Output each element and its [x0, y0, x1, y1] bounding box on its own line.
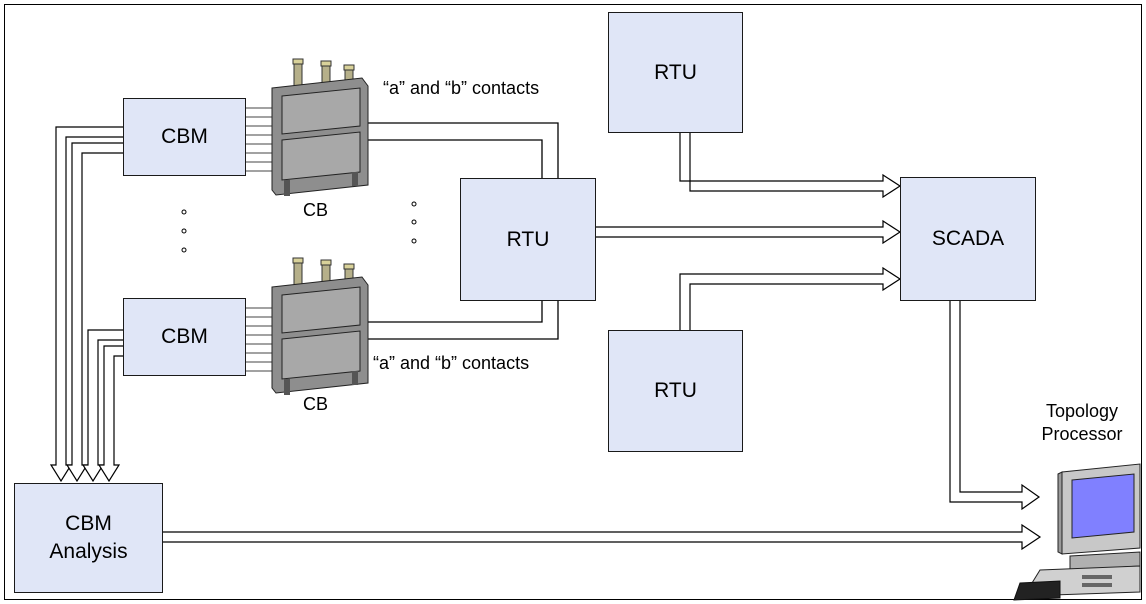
arrow-cbm-bottom-to-analysis	[81, 329, 125, 483]
arrow-cbm-top-to-analysis	[49, 126, 125, 483]
arrow-rtu-middle-to-scada	[594, 219, 902, 245]
rtu-top-label: RTU	[654, 60, 697, 84]
rtu-top-box: RTU	[608, 12, 743, 133]
contacts-bottom-label: “a” and “b” contacts	[373, 353, 530, 373]
rtu-bottom-label: RTU	[654, 379, 697, 402]
arrow-analysis-to-topology	[161, 523, 1042, 551]
diagram-frame	[4, 4, 1142, 600]
cbm-analysis-label: CBM Analysis	[49, 512, 128, 563]
scada-label: SCADA	[931, 227, 1005, 250]
contacts-top-label: “a” and “b” contacts	[383, 78, 540, 98]
circuit-breaker-icon-bottom	[271, 257, 369, 395]
arrow-cbm-top-to-analysis-2	[65, 142, 125, 483]
contact-wires-bottom	[368, 300, 559, 340]
arrow-rtu-bottom-to-scada	[679, 266, 902, 332]
cbm-bottom-label: CBM	[161, 325, 208, 348]
ellipsis-middle	[411, 201, 417, 244]
rtu-middle-box: RTU	[460, 178, 596, 301]
arrow-rtu-top-to-scada	[679, 131, 902, 199]
cbm-top-box: CBM	[123, 98, 246, 176]
scada-box: SCADA	[900, 177, 1036, 301]
topology-processor-label: Topology Processor	[1041, 401, 1123, 444]
rtu-bottom-box: RTU	[608, 330, 743, 452]
cb-top-label: CB	[303, 200, 329, 220]
contact-wires-top	[368, 122, 559, 178]
cbm-bottom-box: CBM	[123, 298, 246, 376]
rtu-middle-label: RTU	[506, 227, 550, 251]
circuit-breaker-icon-top	[271, 58, 369, 196]
cbm-top-label: CBM	[161, 125, 208, 148]
computer-icon	[1013, 463, 1141, 601]
arrow-scada-to-topology	[949, 299, 1041, 511]
arrow-cbm-bottom-to-analysis-2	[97, 345, 125, 483]
cbm-analysis-box: CBM Analysis	[14, 483, 163, 593]
cb-bottom-label: CB	[303, 394, 329, 414]
ellipsis-left	[181, 209, 187, 253]
